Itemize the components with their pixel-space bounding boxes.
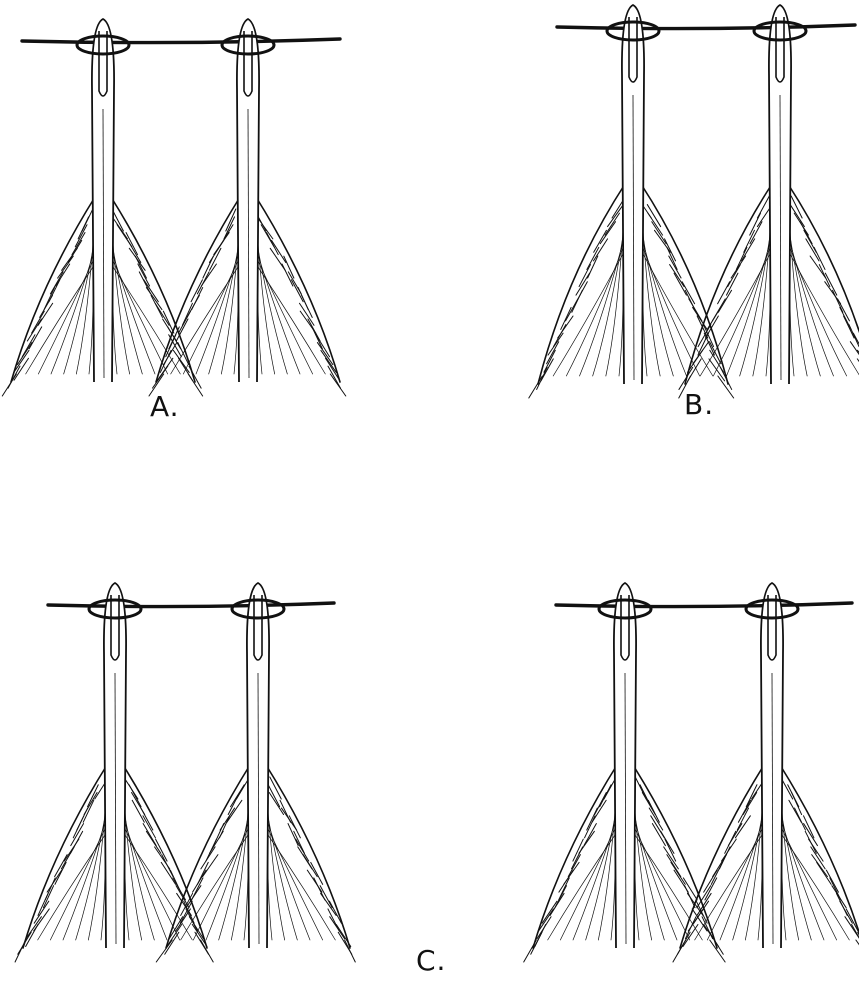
panel-b (529, 5, 859, 398)
thread (557, 25, 855, 29)
feather-shaft (237, 19, 259, 382)
feather-vane (679, 184, 859, 398)
feather (2, 19, 202, 396)
feather (156, 583, 355, 962)
feather-shaft (761, 583, 783, 948)
feather-shaft (614, 583, 636, 948)
feather (15, 583, 213, 962)
label-b: B. (684, 388, 714, 421)
feather-shaft (92, 19, 114, 382)
feather (679, 5, 859, 398)
panel-a (2, 19, 345, 396)
thread (22, 39, 340, 43)
feather (673, 583, 859, 962)
label-a: A. (150, 390, 180, 423)
feather-shaft (104, 583, 126, 948)
feather-shaft (769, 5, 791, 384)
feather (149, 19, 346, 396)
panel-c-left (15, 583, 355, 962)
label-c: C. (416, 944, 446, 977)
feather-shaft (622, 5, 644, 384)
panel-c-right (524, 583, 859, 962)
feather-shaft (247, 583, 269, 948)
